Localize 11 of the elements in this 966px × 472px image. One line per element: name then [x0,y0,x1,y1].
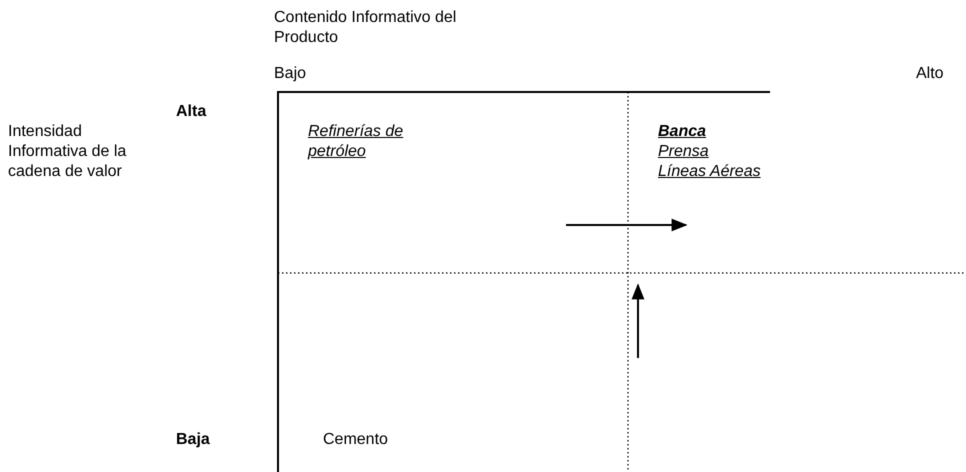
quadrant-item: Refinerías de petróleo [308,122,404,162]
quadrant-item: Banca [658,122,706,142]
quadrant-item: Prensa [658,142,709,162]
axis-tick-label: Baja [176,430,210,450]
axis-title: Intensidad Informativa de la cadena de valor [8,122,128,182]
quadrant-item: Cemento [323,430,388,450]
axis-tick-label: Alta [176,102,206,122]
axis-tick-label: Alto [916,64,944,84]
axis-title: Contenido Informativo del Producto [274,8,458,48]
quadrant-item: Líneas Aéreas [658,162,761,182]
axis-tick-label: Bajo [274,64,306,84]
